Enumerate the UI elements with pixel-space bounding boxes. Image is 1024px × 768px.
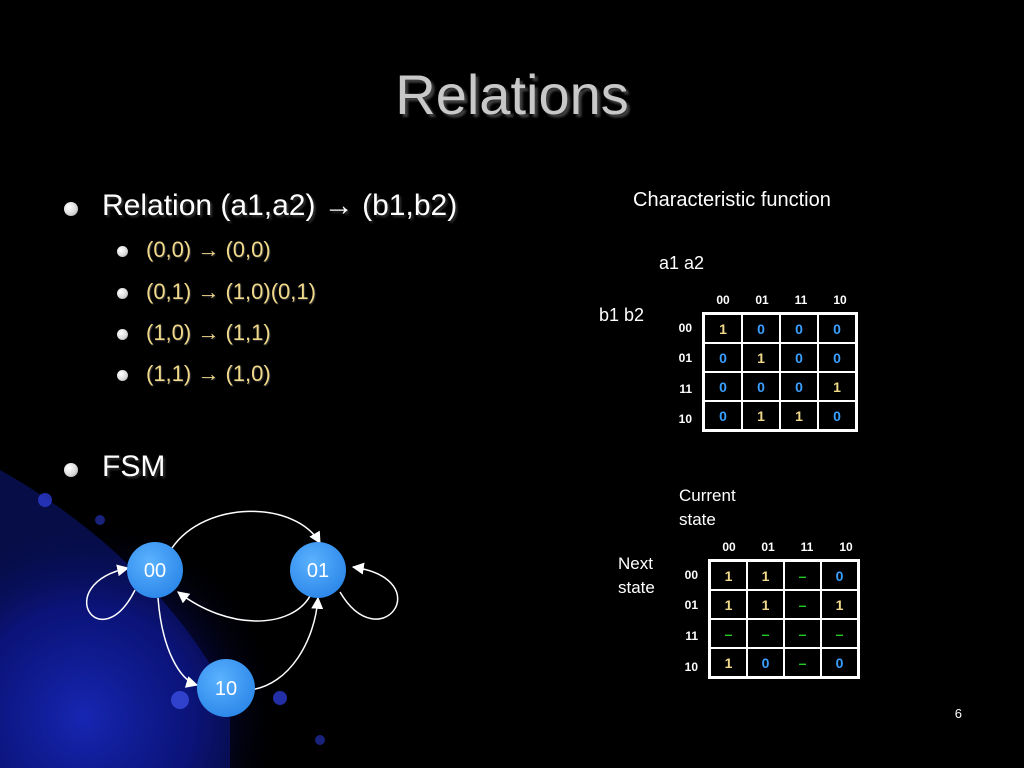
kmap-row: 1 1 – 0 (708, 559, 860, 591)
fsm-edge-10-01 (249, 596, 324, 691)
kmap-cell: 1 (820, 589, 860, 620)
kmap2-col-header: 01 (761, 540, 775, 554)
slide-title: Relations (395, 63, 629, 126)
kmap-row: 1 0 0 0 (702, 312, 858, 344)
kmap-row: – – – – (708, 618, 860, 649)
kmap1-col-header: 01 (755, 293, 769, 307)
kmap2-row-header: 01 (684, 598, 698, 612)
fsm-edge-01-00 (177, 591, 311, 622)
bullet-icon (64, 463, 78, 477)
kmap-cell: 0 (741, 312, 781, 344)
relation-item: (0,1) → (1,0)(0,1) (146, 279, 316, 304)
kmap2-col-header: 00 (722, 540, 736, 554)
page-number: 6 (954, 706, 962, 721)
kmap-cell: 1 (708, 589, 748, 620)
kmap-cell: 1 (708, 559, 748, 591)
fsm-state-node-00 (127, 542, 183, 598)
kmap-cell: 0 (779, 342, 819, 373)
kmap2-col-header: 10 (839, 540, 853, 554)
fsm-state-node-01 (290, 542, 346, 598)
kmap-cell: 1 (817, 371, 858, 402)
kmap-cell: 1 (741, 342, 781, 373)
relation-item: (1,1) → (1,0) (146, 361, 271, 386)
kmap-cell: 0 (702, 400, 743, 432)
kmap-cell: 0 (817, 312, 858, 344)
kmap2-row-header: 00 (684, 568, 698, 582)
kmap2-row-header: 11 (685, 629, 698, 643)
fsm-heading: FSM (102, 450, 166, 483)
kmap1-row-header: 00 (678, 321, 692, 335)
kmap-cell: 0 (741, 371, 781, 402)
kmap-cell: 0 (820, 647, 860, 679)
next-state-kmap: 1 1 – 0 1 1 – 1 – – – – 1 0 – 0 (708, 559, 860, 679)
kmap-cell: 1 (708, 647, 748, 679)
kmap-cell: 0 (817, 342, 858, 373)
fsm-state-label: 01 (307, 560, 329, 582)
kmap2-col-var-label-line1: Current (679, 486, 736, 505)
fsm-state-label: 00 (144, 560, 166, 582)
kmap1-row-header: 01 (678, 351, 692, 365)
kmap-cell: 0 (746, 647, 785, 679)
relation-item: (1,0) → (1,1) (146, 320, 271, 345)
kmap2-col-var-label-line2: state (679, 510, 716, 529)
bullet-icon (117, 329, 128, 340)
kmap-cell: 1 (746, 559, 785, 591)
fsm-diagram: 00 01 10 (85, 510, 399, 717)
fsm-edge-00-10 (157, 597, 199, 688)
kmap1-col-header: 00 (716, 293, 730, 307)
kmap2-row-var-label-line1: Next (618, 554, 653, 573)
kmap-cell: 0 (779, 312, 819, 344)
kmap-cell: 0 (779, 371, 819, 402)
characteristic-kmap: 1 0 0 0 0 1 0 0 0 0 0 1 0 1 1 0 (702, 312, 858, 432)
kmap-row: 0 0 0 1 (702, 371, 858, 402)
kmap-cell: – (708, 618, 748, 649)
kmap-cell: 0 (817, 400, 858, 432)
fsm-state-node-10 (197, 659, 255, 717)
relation-heading: Relation (a1,a2) → (b1,b2) (102, 189, 458, 222)
kmap-cell: 1 (741, 400, 781, 432)
bullet-icon (117, 288, 128, 299)
kmap-cell: – (820, 618, 860, 649)
kmap1-col-header: 11 (794, 293, 808, 307)
bullet-icon (64, 202, 78, 216)
fsm-self-loop-01 (339, 562, 399, 620)
kmap2-col-var-label: Current state (679, 484, 736, 532)
kmap-cell: – (746, 618, 785, 649)
bullet-icon (117, 370, 128, 381)
fsm-edge-00-01 (171, 510, 321, 549)
kmap2-row-var-label: Next state (618, 552, 655, 600)
kmap2-row-header: 10 (684, 660, 698, 674)
kmap-row: 1 0 – 0 (708, 647, 860, 679)
fsm-self-loop-00 (85, 564, 136, 621)
kmap-cell: – (783, 559, 822, 591)
kmap2-col-header: 11 (800, 540, 814, 554)
kmap-cell: 1 (702, 312, 743, 344)
kmap-cell: – (783, 589, 822, 620)
relation-item: (0,0) → (0,0) (146, 237, 271, 262)
kmap-cell: – (783, 618, 822, 649)
kmap1-row-header: 11 (679, 382, 692, 396)
kmap-cell: 0 (702, 342, 743, 373)
kmap-cell: 1 (746, 589, 785, 620)
kmap-row: 0 1 0 0 (702, 342, 858, 373)
kmap1-row-header: 10 (678, 412, 692, 426)
kmap-cell: 0 (820, 559, 860, 591)
bullet-icon (117, 246, 128, 257)
kmap-cell: 0 (702, 371, 743, 402)
kmap-row: 1 1 – 1 (708, 589, 860, 620)
kmap1-col-var-label: a1 a2 (659, 253, 705, 273)
kmap2-row-var-label-line2: state (618, 578, 655, 597)
kmap-row: 0 1 1 0 (702, 400, 858, 432)
fsm-state-label: 10 (215, 678, 237, 700)
kmap-cell: – (783, 647, 822, 679)
kmap1-col-header: 10 (833, 293, 847, 307)
characteristic-function-title: Characteristic function (633, 189, 831, 211)
kmap-cell: 1 (779, 400, 819, 432)
kmap1-row-var-label: b1 b2 (599, 305, 645, 325)
